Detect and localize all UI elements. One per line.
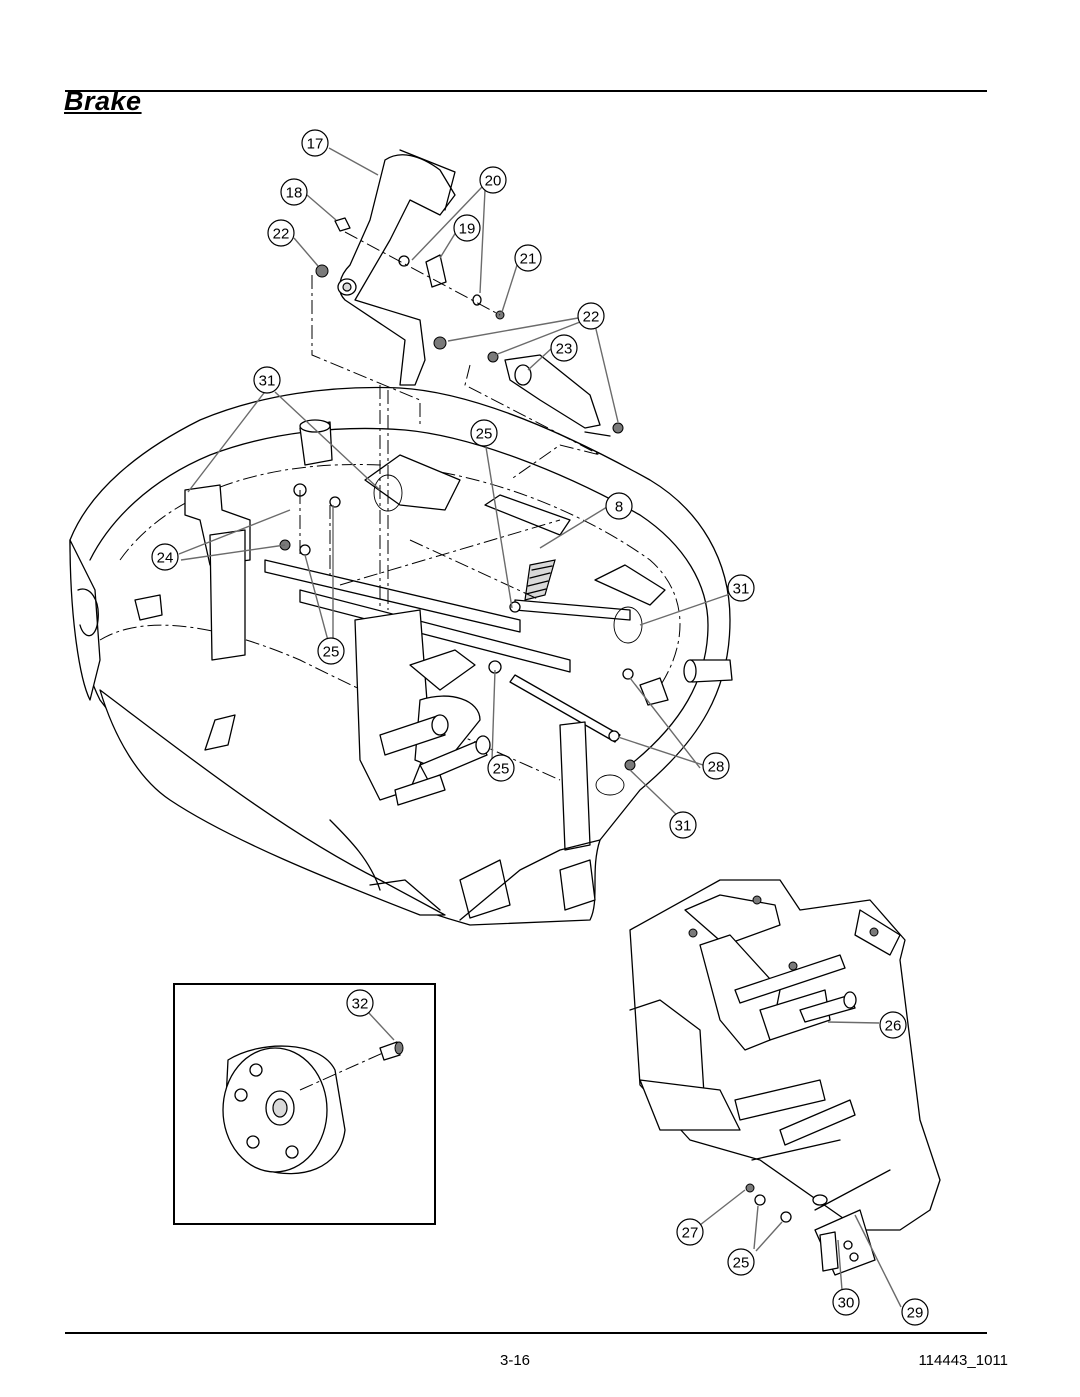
- hub-inset: [173, 983, 436, 1225]
- svg-text:19: 19: [459, 221, 476, 238]
- svg-text:8: 8: [615, 499, 623, 516]
- callout-27: 27: [676, 1218, 704, 1246]
- page-number: 3-16: [500, 1352, 531, 1369]
- callout-8: 8: [605, 492, 633, 520]
- callout-18: 18: [280, 178, 308, 206]
- callout-31-right: 31: [727, 574, 755, 602]
- callout-21: 21: [514, 244, 542, 272]
- svg-text:26: 26: [885, 1018, 902, 1035]
- callout-26: 26: [879, 1011, 907, 1039]
- callout-22-right: 22: [577, 302, 605, 330]
- svg-text:29: 29: [907, 1305, 924, 1322]
- svg-text:25: 25: [733, 1255, 750, 1272]
- svg-text:18: 18: [286, 185, 303, 202]
- callout-31-top: 31: [253, 366, 281, 394]
- svg-text:22: 22: [273, 226, 290, 243]
- svg-text:30: 30: [838, 1295, 855, 1312]
- callout-22: 22: [267, 219, 295, 247]
- callout-25-left: 25: [317, 637, 345, 665]
- bottom-rule: [65, 1332, 987, 1334]
- callout-23: 23: [550, 334, 578, 362]
- callout-32: 32: [346, 989, 374, 1017]
- svg-text:25: 25: [323, 644, 340, 661]
- document-id: 114443_1011: [918, 1352, 1008, 1369]
- callout-31-bottom: 31: [669, 811, 697, 839]
- callout-28: 28: [702, 752, 730, 780]
- linkage-detail-view: [629, 879, 941, 1276]
- top-rule: [65, 90, 987, 92]
- callout-25-top: 25: [470, 419, 498, 447]
- svg-text:21: 21: [520, 251, 537, 268]
- callout-24: 24: [151, 543, 179, 571]
- callout-19: 19: [453, 214, 481, 242]
- svg-text:32: 32: [352, 996, 369, 1013]
- svg-text:25: 25: [476, 426, 493, 443]
- callout-25-center: 25: [487, 754, 515, 782]
- svg-text:31: 31: [259, 373, 276, 390]
- callout-17: 17: [301, 129, 329, 157]
- leader-lines: [178, 147, 902, 1308]
- mower-deck-frame: [69, 386, 733, 926]
- svg-text:17: 17: [307, 136, 324, 153]
- svg-text:22: 22: [583, 309, 600, 326]
- brake-pedal-parts: [299, 149, 624, 610]
- svg-text:28: 28: [708, 759, 725, 776]
- svg-text:25: 25: [493, 761, 510, 778]
- svg-text:31: 31: [675, 818, 692, 835]
- callout-20: 20: [479, 166, 507, 194]
- svg-text:31: 31: [733, 581, 750, 598]
- callout-25-detail: 25: [727, 1248, 755, 1276]
- callout-29: 29: [901, 1298, 929, 1326]
- svg-text:27: 27: [682, 1225, 699, 1242]
- callout-30: 30: [832, 1288, 860, 1316]
- svg-text:24: 24: [157, 550, 174, 567]
- page-title: Brake: [64, 86, 142, 116]
- svg-text:20: 20: [485, 173, 502, 190]
- svg-text:23: 23: [556, 341, 573, 358]
